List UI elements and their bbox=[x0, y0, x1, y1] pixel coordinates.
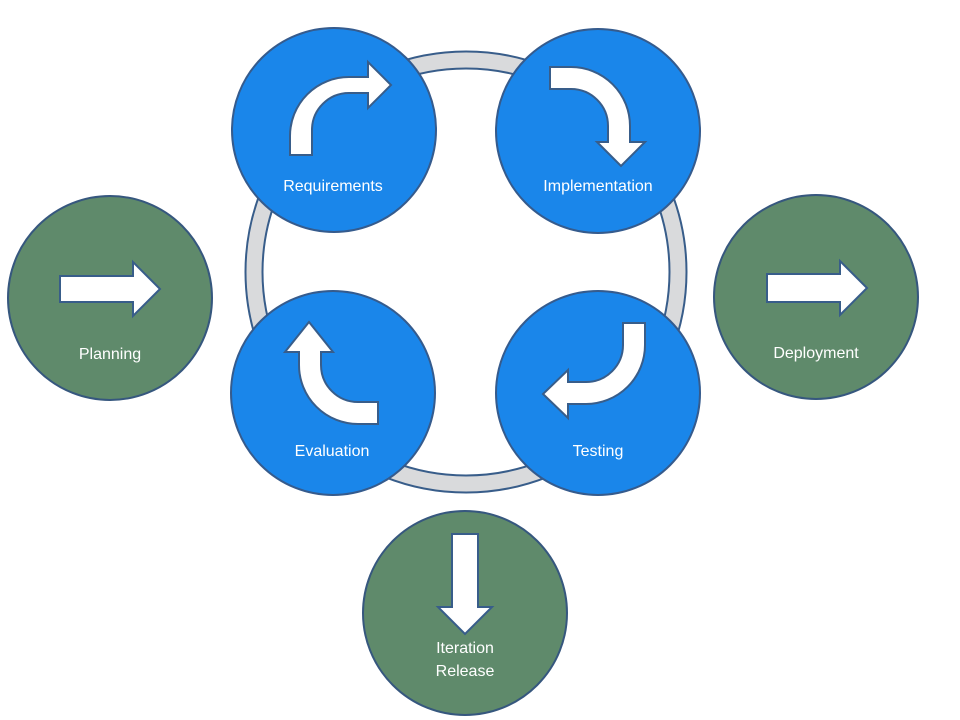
deployment-node: Deployment bbox=[713, 194, 919, 400]
implementation-label: Implementation bbox=[543, 178, 652, 195]
right-arrow-icon bbox=[59, 259, 162, 319]
testing-label: Testing bbox=[573, 443, 624, 460]
curved-arrow-down-icon bbox=[549, 66, 648, 168]
curved-arrow-left-icon bbox=[541, 322, 646, 421]
planning-node: Planning bbox=[7, 195, 213, 401]
requirements-node: Requirements bbox=[231, 27, 437, 233]
iteration-label: Iteration bbox=[436, 640, 494, 657]
requirements-label: Requirements bbox=[283, 178, 383, 195]
evaluation-label: Evaluation bbox=[295, 443, 370, 460]
iteration-release-node: Iteration Release bbox=[362, 510, 568, 716]
down-arrow-icon bbox=[435, 533, 495, 636]
release-label: Release bbox=[436, 663, 495, 680]
planning-label: Planning bbox=[79, 346, 141, 363]
testing-node: Testing bbox=[495, 290, 701, 496]
curved-arrow-up-icon bbox=[282, 320, 379, 425]
deployment-label: Deployment bbox=[773, 345, 859, 362]
evaluation-node: Evaluation bbox=[230, 290, 436, 496]
curved-arrow-clockwise-icon bbox=[289, 59, 393, 156]
right-arrow-icon bbox=[766, 258, 869, 318]
cycle-ring bbox=[244, 50, 688, 494]
implementation-node: Implementation bbox=[495, 28, 701, 234]
